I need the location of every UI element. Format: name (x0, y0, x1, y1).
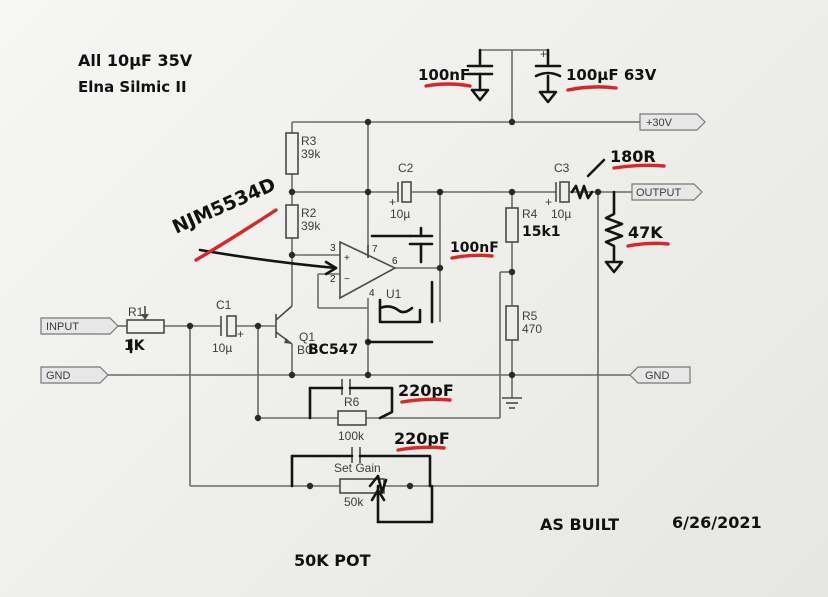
r5-label: R5 (522, 309, 538, 323)
svg-text:+30V: +30V (646, 117, 673, 129)
svg-text:OUTPUT: OUTPUT (636, 187, 682, 199)
note-r1-value: 1K (124, 338, 146, 354)
opamp-pins: 3 2 7 6 4 + − (330, 243, 398, 299)
gain-value: 50k (344, 495, 364, 509)
note-as-built: AS BUILT (540, 515, 619, 534)
c2-plus: + (389, 195, 396, 209)
note-r4-value: 15k1 (522, 224, 561, 240)
c2-value: 10µ (390, 207, 410, 221)
handwritten-ink (129, 48, 624, 524)
svg-text:3: 3 (330, 243, 336, 254)
gain-label: Set Gain (334, 461, 381, 475)
port-gnd-left: GND (40, 366, 109, 384)
note-caps-line1: All 10µF 35V (78, 51, 193, 70)
svg-text:−: − (344, 274, 350, 285)
port-gnd-right: GND (629, 366, 691, 384)
u1-label: U1 (386, 287, 402, 301)
svg-text:6: 6 (392, 256, 398, 267)
c1-plus: + (237, 327, 244, 341)
svg-text:7: 7 (372, 244, 378, 255)
components (126, 132, 570, 494)
r1-label: R1 (128, 305, 144, 319)
r6-label: R6 (344, 395, 360, 409)
r6-value: 100k (338, 429, 365, 443)
c1-value: 10µ (212, 341, 232, 355)
note-q1-part: BC547 (308, 342, 358, 358)
wiring (108, 49, 640, 487)
q1-value: BC (297, 343, 314, 357)
r3-value: 39k (301, 147, 321, 161)
svg-text:4: 4 (369, 288, 375, 299)
r3-label: R3 (301, 134, 317, 148)
note-220pf-1: 220pF (398, 381, 454, 400)
c3-label: C3 (554, 161, 570, 175)
r2-label: R2 (301, 206, 317, 220)
r4-label: R4 (522, 207, 538, 221)
note-caps-line2: Elna Silmic II (78, 78, 187, 96)
cap-plus: + (540, 47, 547, 61)
svg-text:INPUT: INPUT (46, 321, 79, 333)
c1-label: C1 (216, 298, 232, 312)
port-supply: +30V (639, 113, 706, 131)
note-opamp: NJM5534D (169, 174, 279, 239)
red-underlines (194, 82, 670, 452)
note-100nf-bypass: 100nF (450, 240, 499, 256)
note-100nf-top: 100nF (418, 66, 470, 84)
note-220pf-2: 220pF (394, 429, 450, 448)
svg-text:GND: GND (46, 370, 71, 382)
svg-text:2: 2 (330, 274, 336, 285)
note-180r: 180R (610, 147, 656, 166)
c3-plus: + (545, 195, 552, 209)
port-output: OUTPUT (631, 183, 703, 201)
note-pot: 50K POT (294, 551, 371, 570)
note-date: 6/26/2021 (672, 513, 762, 532)
component-labels: R1 C1 10µ + Q1 BC R3 39k R2 39k C2 10µ +… (128, 47, 571, 509)
q1-label: Q1 (299, 330, 315, 344)
port-input: INPUT (40, 317, 119, 335)
c2-label: C2 (398, 161, 414, 175)
svg-text:GND: GND (645, 370, 670, 382)
c3-value: 10µ (551, 207, 571, 221)
r2-value: 39k (301, 219, 321, 233)
note-47k: 47K (628, 223, 663, 242)
svg-text:+: + (344, 253, 350, 264)
note-100uf: 100µF 63V (566, 66, 657, 84)
r5-value: 470 (522, 322, 542, 336)
